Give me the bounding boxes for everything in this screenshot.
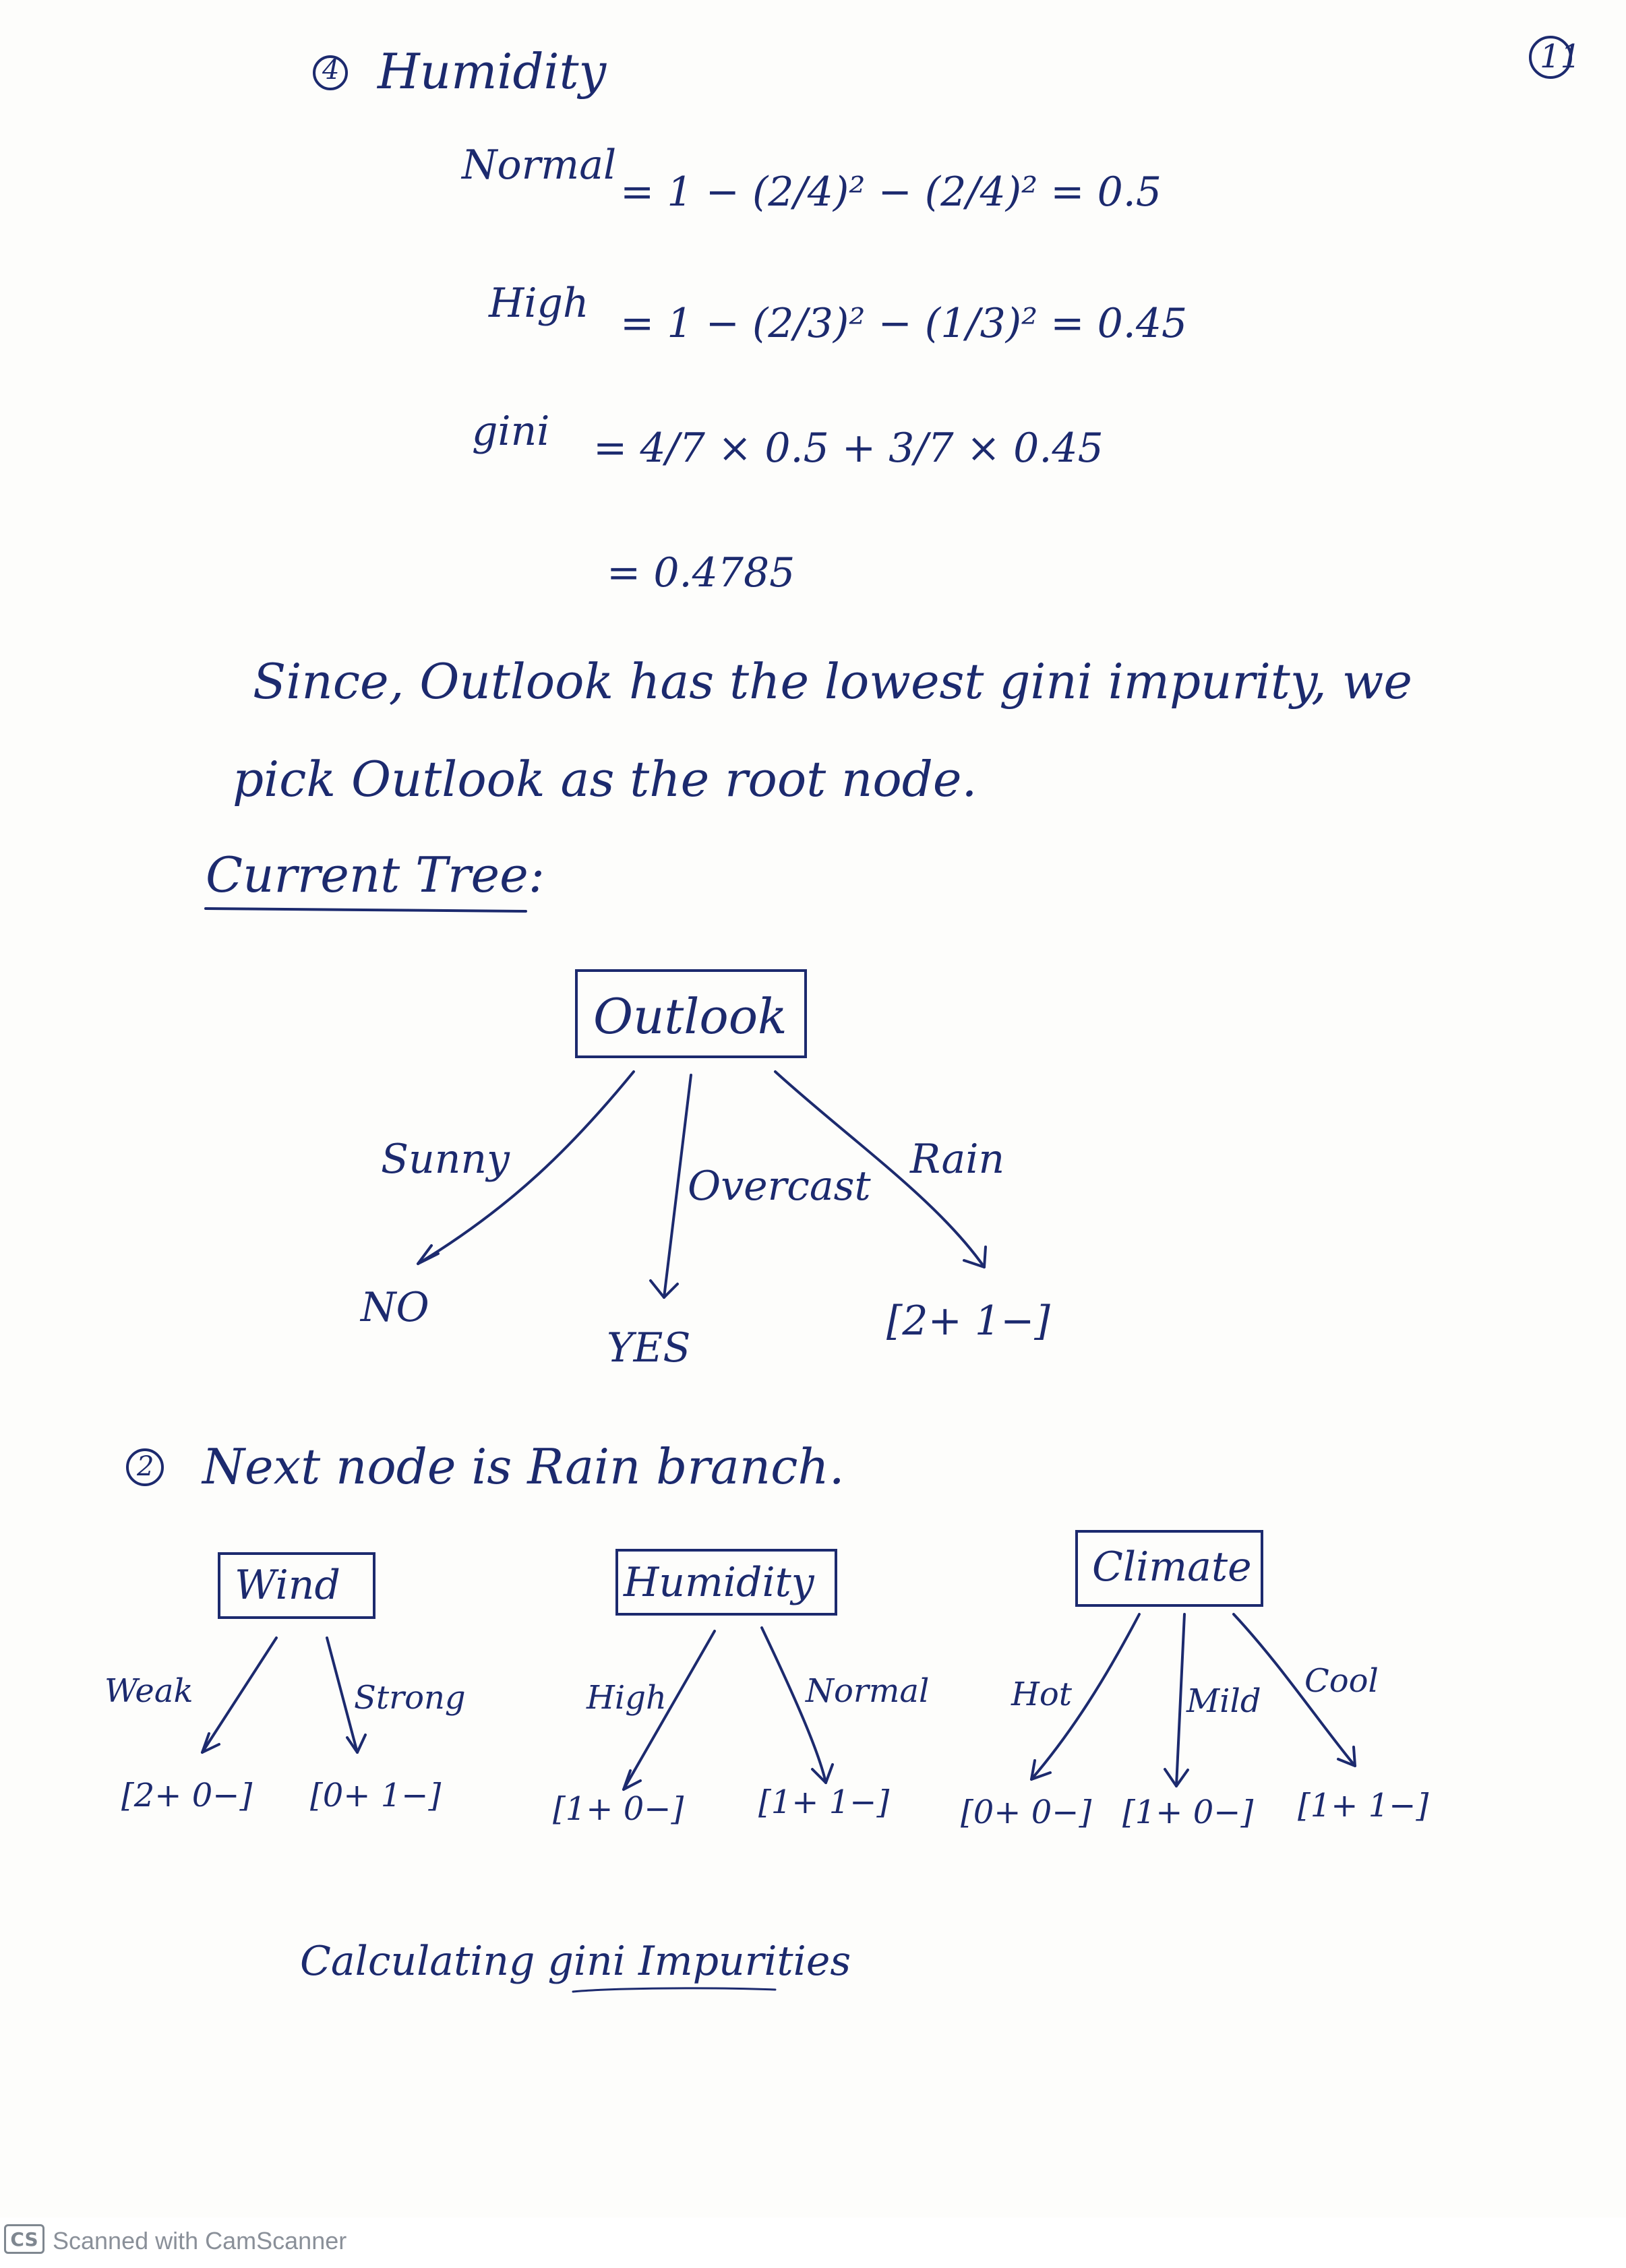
high-expression: = 1 − (2/3)² − (1/3)² = 0.45	[620, 300, 1188, 347]
climate-count-hot: [0+ 0−]	[961, 1794, 1092, 1831]
climate-branch-cool: Cool	[1304, 1662, 1379, 1700]
normal-expression: = 1 − (2/4)² − (2/4)² = 0.5	[620, 168, 1162, 216]
edge-hot	[1030, 1613, 1141, 1781]
leaf-yes: YES	[607, 1324, 691, 1372]
section2-marker: 2	[137, 1451, 154, 1482]
arrowhead-normal	[811, 1763, 834, 1784]
humidity-branch-high: High	[586, 1679, 667, 1717]
conclusion-line2: pick Outlook as the root node.	[233, 751, 977, 807]
humidity-box	[615, 1549, 837, 1616]
section4-marker: 4	[322, 55, 340, 86]
edge-overcast	[663, 1074, 692, 1299]
closing-text: Calculating gini Impurities	[300, 1938, 851, 1985]
climate-count-mild: [1+ 0−]	[1122, 1794, 1254, 1831]
wind-box	[218, 1552, 375, 1619]
climate-branch-mild: Mild	[1186, 1682, 1261, 1720]
humidity-count-high: [1+ 0−]	[553, 1790, 684, 1828]
climate-label: Climate	[1092, 1543, 1252, 1591]
edge-sunny	[417, 1070, 635, 1265]
section4-heading: Humidity	[378, 43, 607, 100]
section2-marker-circle	[126, 1448, 164, 1486]
branch-sunny: Sunny	[381, 1136, 510, 1183]
wind-count-weak: [2+ 0−]	[121, 1777, 253, 1814]
gini-expression: = 4/7 × 0.5 + 3/7 × 0.45	[593, 425, 1104, 472]
branch-rain: Rain	[910, 1136, 1005, 1183]
page-number: 11	[1540, 38, 1582, 75]
current-tree-heading: Current Tree:	[206, 847, 545, 903]
wind-label: Wind	[235, 1562, 340, 1609]
humidity-label: Humidity	[624, 1559, 814, 1606]
arrowhead-high	[622, 1769, 642, 1791]
humidity-branch-normal: Normal	[806, 1672, 930, 1710]
wind-branch-weak: Weak	[104, 1672, 193, 1710]
closing-underline	[572, 1987, 777, 1993]
leaf-rain-counts: [2+ 1−]	[886, 1297, 1050, 1345]
normal-label: Normal	[462, 142, 617, 189]
camscanner-logo-icon: CS	[4, 2224, 44, 2254]
wind-branch-strong: Strong	[354, 1679, 466, 1717]
climate-box	[1075, 1530, 1263, 1607]
arrowhead-overcast	[649, 1279, 679, 1299]
arrowhead-mild	[1164, 1768, 1189, 1787]
edge-strong	[326, 1636, 359, 1754]
tree-root-label: Outlook	[593, 988, 787, 1045]
page-number-circle	[1529, 36, 1572, 79]
section4-marker-circle	[313, 55, 348, 90]
footer-bar	[0, 2217, 1626, 2268]
edge-mild	[1175, 1613, 1186, 1787]
conclusion-line1: Since, Outlook has the lowest gini impur…	[253, 653, 1412, 710]
climate-count-cool: [1+ 1−]	[1298, 1787, 1429, 1825]
camscanner-footer-text: Scanned with CamScanner	[53, 2227, 347, 2255]
outlook-box	[575, 969, 807, 1058]
current-tree-underline	[204, 907, 527, 913]
edge-cool	[1232, 1613, 1356, 1767]
arrowhead-cool	[1337, 1746, 1356, 1767]
gini-result: = 0.4785	[607, 549, 795, 596]
arrowhead-rain	[963, 1246, 987, 1268]
high-label: High	[489, 280, 589, 327]
section2-text: Next node is Rain branch.	[202, 1438, 845, 1495]
edge-rain	[774, 1070, 986, 1268]
gini-label: gini	[472, 408, 550, 455]
edge-high	[622, 1630, 716, 1791]
wind-count-strong: [0+ 1−]	[310, 1777, 442, 1814]
arrowhead-weak	[201, 1732, 220, 1754]
arrowhead-strong	[346, 1734, 367, 1754]
leaf-no: NO	[361, 1284, 429, 1331]
arrowhead-hot	[1030, 1759, 1052, 1781]
climate-branch-hot: Hot	[1011, 1676, 1073, 1713]
edge-weak	[201, 1636, 278, 1754]
branch-overcast: Overcast	[688, 1163, 871, 1210]
humidity-count-normal: [1+ 1−]	[758, 1783, 890, 1821]
edge-normal	[760, 1626, 827, 1784]
arrowhead-sunny	[417, 1244, 440, 1265]
